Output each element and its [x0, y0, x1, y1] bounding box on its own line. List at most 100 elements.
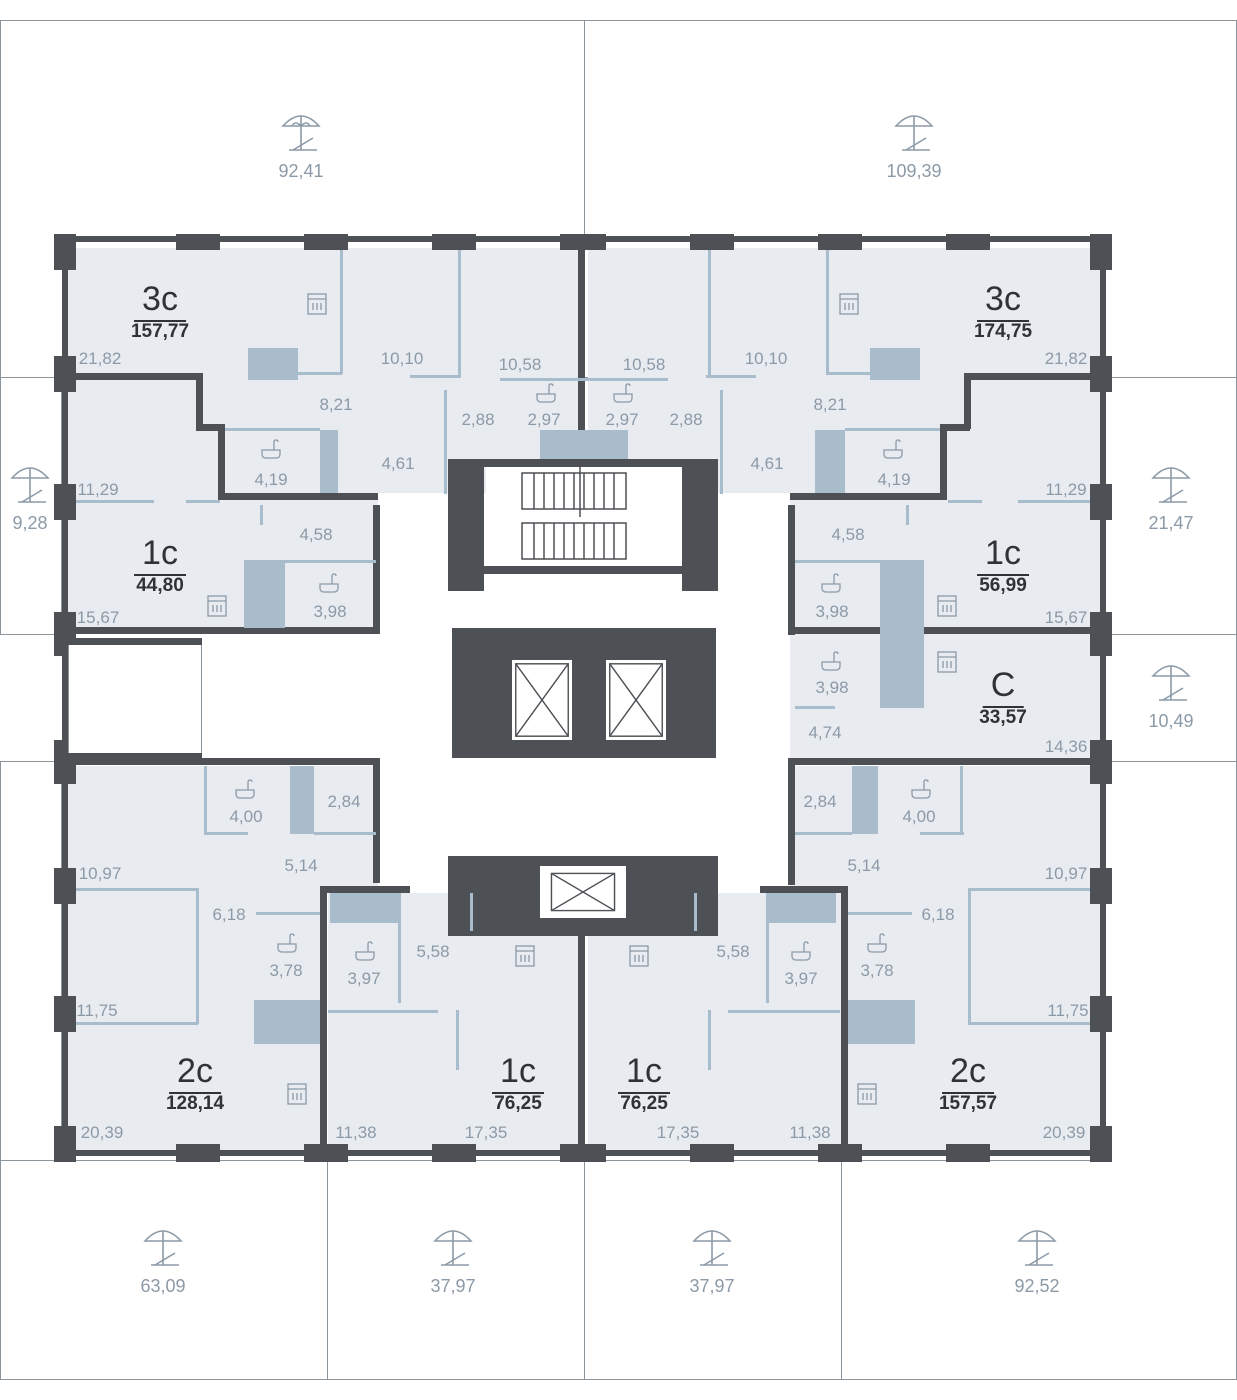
- partition: [968, 1022, 1100, 1025]
- room-area: 11,75: [76, 1001, 118, 1020]
- pier: [432, 1144, 476, 1162]
- room-area: 20,39: [1042, 1123, 1086, 1142]
- room-area: 10,10: [380, 349, 424, 368]
- bathtub-icon: [613, 383, 633, 403]
- umbrella-icon: [1017, 1230, 1057, 1266]
- partition: [470, 893, 473, 931]
- apartment-a5-area: 33,57: [979, 707, 1027, 728]
- stove-icon: [839, 293, 859, 315]
- partition: [795, 706, 835, 709]
- elevator-2: [604, 658, 668, 742]
- pier: [1090, 868, 1112, 904]
- pier: [54, 484, 76, 520]
- bathtub-icon: [261, 439, 281, 459]
- apartment-a9-type[interactable]: 2с: [942, 1054, 994, 1094]
- pier: [1090, 1126, 1112, 1162]
- stove-icon: [307, 293, 327, 315]
- wall: [966, 373, 1106, 380]
- shaft: [540, 430, 628, 459]
- room-area: 6,18: [212, 905, 246, 924]
- wall: [62, 753, 202, 760]
- wall: [788, 765, 795, 885]
- bathtub-icon: [319, 573, 339, 593]
- shaft: [248, 348, 298, 380]
- wall: [942, 424, 970, 431]
- room-area: 2,88: [669, 410, 703, 429]
- bathtub-icon: [911, 779, 931, 799]
- terrace-t4[interactable]: [1104, 377, 1237, 635]
- pier: [176, 1144, 220, 1162]
- terrace-t9[interactable]: [841, 1160, 1237, 1380]
- room-area: 21,82: [78, 349, 122, 368]
- apartment-a2-area: 174,75: [973, 321, 1033, 342]
- apartment-a4-fill: [790, 380, 1100, 630]
- partition: [456, 1010, 459, 1070]
- room-area: 3,78: [269, 961, 303, 980]
- room-area: 10,97: [1044, 864, 1088, 883]
- wall: [196, 424, 224, 431]
- umbrella-icon: [143, 1230, 183, 1266]
- room-area: 11,75: [1047, 1001, 1089, 1020]
- partition: [694, 893, 697, 931]
- elevator-shaft-frame: [452, 628, 716, 758]
- partition: [68, 888, 198, 891]
- pier: [54, 1126, 76, 1162]
- apartment-a8-type[interactable]: 1с: [618, 1054, 670, 1094]
- shaft: [880, 560, 924, 708]
- apartment-a5-type[interactable]: С: [982, 668, 1024, 708]
- room-area: 3,98: [815, 602, 849, 621]
- apartment-a6-type[interactable]: 2с: [169, 1054, 221, 1094]
- wall: [790, 493, 947, 500]
- apartment-a2-type[interactable]: 3с: [977, 282, 1029, 322]
- partition: [282, 560, 285, 628]
- terrace-t7[interactable]: [327, 1160, 585, 1380]
- pier: [54, 996, 76, 1032]
- pier: [1090, 740, 1112, 784]
- bathtub-icon: [791, 941, 811, 961]
- apartment-a3-type[interactable]: 1с: [134, 536, 186, 576]
- bathtub-icon: [867, 933, 887, 953]
- room-area: 4,19: [254, 470, 288, 489]
- room-area: 15,67: [1044, 608, 1088, 627]
- apartment-a8-area: 76,25: [620, 1093, 668, 1114]
- apartment-a7-type[interactable]: 1с: [492, 1054, 544, 1094]
- terrace-t8-area: 37,97: [689, 1276, 735, 1296]
- pier: [304, 1144, 348, 1162]
- terrace-t3[interactable]: [0, 377, 62, 635]
- partition: [410, 375, 460, 378]
- stove-icon: [937, 595, 957, 617]
- room-area: 10,10: [744, 349, 788, 368]
- apartment-a9-area: 157,57: [938, 1093, 998, 1114]
- pier: [54, 234, 76, 270]
- bathtub-icon: [883, 439, 903, 459]
- pier: [818, 234, 862, 250]
- partition: [845, 428, 940, 431]
- wall: [320, 886, 327, 1156]
- room-area: 4,61: [381, 454, 415, 473]
- stove-icon: [287, 1083, 307, 1105]
- wall: [218, 493, 378, 500]
- shaft: [290, 766, 314, 834]
- shaft: [848, 1000, 914, 1044]
- room-area: 11,38: [335, 1123, 377, 1142]
- room-area: 4,61: [750, 454, 784, 473]
- pier: [1090, 996, 1112, 1032]
- partition: [728, 1010, 840, 1013]
- shaft: [870, 348, 920, 380]
- partition: [826, 248, 829, 374]
- partition: [906, 505, 909, 525]
- wall: [788, 758, 1106, 765]
- partition: [225, 428, 320, 431]
- apartment-a4-type[interactable]: 1с: [977, 536, 1029, 576]
- room-area: 2,84: [327, 792, 361, 811]
- partition: [282, 560, 376, 563]
- apartment-a6b-fill: [200, 766, 378, 886]
- room-area: 2,88: [461, 410, 495, 429]
- apartment-a1-type[interactable]: 3с: [134, 282, 186, 322]
- bathtub-icon: [821, 651, 841, 671]
- bathtub-icon: [277, 933, 297, 953]
- room-area: 17,35: [656, 1123, 700, 1142]
- partition: [256, 912, 320, 915]
- room-area: 4,58: [299, 525, 333, 544]
- partition: [500, 378, 668, 381]
